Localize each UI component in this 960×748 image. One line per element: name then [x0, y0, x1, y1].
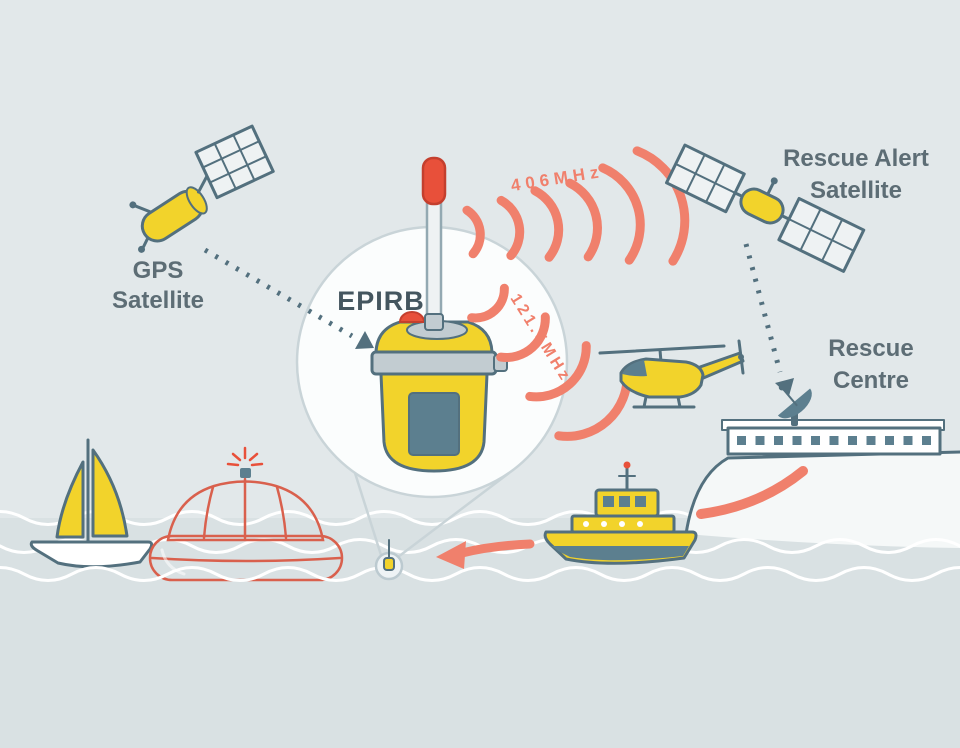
rescue-centre-label-line2: Centre: [833, 367, 909, 394]
epirb-label-panel: [408, 392, 460, 456]
skid-strut: [642, 395, 648, 409]
canopy-seam: [275, 485, 288, 540]
epirb-label: EPIRB: [337, 286, 425, 316]
epirb-antenna-tip: [421, 156, 447, 206]
radio-waves-406mhz: [462, 146, 690, 266]
solar-panel-left: [665, 143, 746, 214]
rescue-alert-label-line2: Satellite: [810, 177, 902, 204]
magnifier-cone-left: [353, 472, 383, 556]
epirb-bracket-band: [370, 350, 498, 376]
tail-rotor-hub: [738, 354, 744, 360]
gps-solar-grid: [201, 133, 268, 190]
epirb-activation-button: [398, 311, 426, 323]
helicopter-icon: [598, 339, 745, 409]
epirb-antenna-rod: [425, 196, 443, 326]
gps-antenna-tip: [129, 201, 137, 209]
portholes: [583, 521, 643, 527]
rescue-alert-label-line1: Rescue Alert: [783, 145, 929, 172]
main-rotor: [598, 344, 726, 355]
cockpit-window: [622, 360, 647, 377]
gps-satellite-label-line2: Satellite: [112, 287, 204, 314]
signal-path-satellite-to-rescue-centre: [743, 243, 794, 396]
epirb-antenna-collar: [424, 313, 444, 331]
deployment-swoosh: [696, 466, 808, 519]
canopy-seam: [202, 485, 215, 540]
centre-path-arrowhead: [775, 378, 794, 396]
sailboat-icon: [29, 438, 154, 569]
cliff-outline: [684, 450, 960, 536]
gps-solar-panel: [194, 124, 275, 200]
raft-canopy: [166, 480, 325, 542]
rescue-centre-label-line1: Rescue: [828, 335, 913, 362]
skid-strut: [676, 395, 682, 409]
gps-path-arrowhead: [355, 331, 374, 349]
wave-line-front: [0, 566, 960, 582]
satellite-antenna-tip: [770, 177, 778, 185]
sea: [0, 518, 960, 748]
building-windows: [737, 436, 931, 445]
epirb-device: [370, 156, 508, 473]
main-sail: [91, 448, 129, 538]
retrieval-arrowhead: [436, 541, 466, 569]
lifeboat-icon: [543, 461, 698, 565]
gps-body-cap: [185, 186, 208, 215]
magnifier-cone-right: [397, 472, 510, 558]
gps-satellite-icon: [129, 124, 275, 253]
satellite-antenna: [766, 182, 775, 196]
wheelhouse-windows: [603, 496, 646, 507]
gps-satellite-label-line1: GPS: [133, 257, 184, 284]
hull-waterline-band: [551, 546, 689, 561]
signal-path-gps-to-epirb: [203, 247, 374, 349]
rescue-centre-building: [721, 419, 945, 456]
tube-highlight: [160, 548, 186, 576]
boat-beacon-light: [623, 461, 631, 469]
retrieval-arrow: [436, 539, 535, 569]
raft-strobe-light: [226, 446, 264, 478]
rescue-alert-satellite-icon: [665, 143, 866, 273]
tube-seam: [150, 556, 342, 563]
floating-body: [383, 557, 395, 571]
epirb-floating-in-sea: [383, 539, 395, 571]
jib-sail: [55, 460, 85, 539]
cliff-land: [686, 452, 960, 548]
solar-panel-right: [777, 196, 866, 273]
gps-feed-tip: [138, 245, 146, 253]
